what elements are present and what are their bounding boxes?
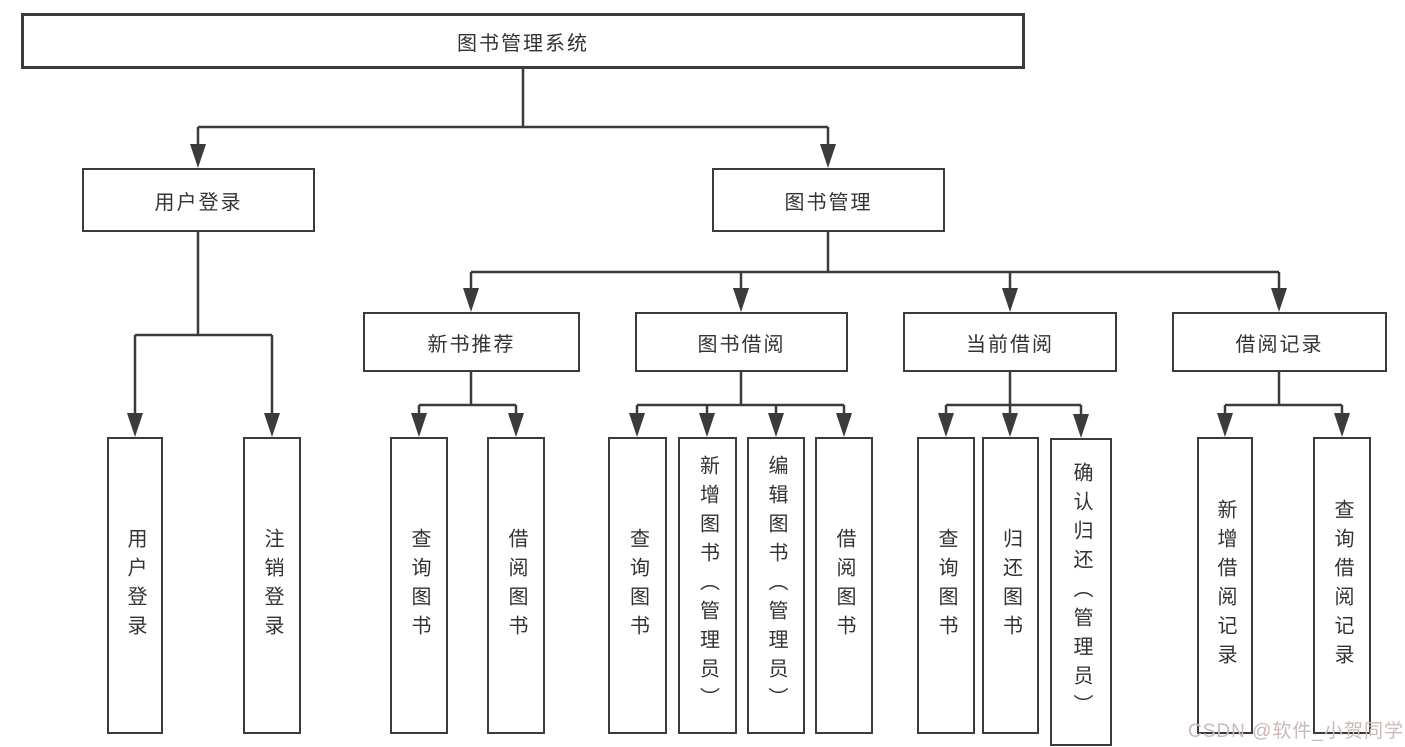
leaf-query-books-newbook: 查询图书 (390, 437, 448, 734)
csdn-watermark: CSDN @软件_小贺同学 (1188, 721, 1404, 742)
node-user-login-branch-label: 用户登录 (154, 191, 243, 214)
node-root-label: 图书管理系统 (457, 32, 589, 55)
node-book-borrowing: 图书借阅 (635, 312, 848, 372)
node-current-borrowing-label: 当前借阅 (966, 333, 1054, 356)
node-root: 图书管理系统 (21, 13, 1025, 69)
node-new-book-recommend: 新书推荐 (363, 312, 580, 372)
leaf-query-books-current-label: 查询图书 (935, 527, 957, 644)
leaf-return-books-label: 归还图书 (999, 527, 1022, 644)
leaf-logout-label: 注销登录 (261, 527, 283, 644)
leaf-add-borrow-record: 新增借阅记录 (1197, 437, 1253, 734)
leaf-add-borrow-record-label: 新增借阅记录 (1214, 498, 1236, 673)
node-book-management-branch-label: 图书管理 (784, 191, 873, 214)
leaf-borrow-books-label: 借阅图书 (833, 527, 855, 644)
node-new-book-recommend-label: 新书推荐 (427, 333, 516, 356)
leaf-confirm-return-admin: 确认归还（管理员） (1050, 438, 1112, 746)
leaf-user-login-label: 用户登录 (124, 527, 146, 644)
leaf-edit-books-admin: 编辑图书（管理员） (747, 437, 805, 734)
node-book-borrowing-label: 图书借阅 (697, 333, 786, 356)
leaf-add-books-admin-label: 新增图书（管理员） (696, 455, 719, 716)
leaf-user-login: 用户登录 (107, 437, 163, 734)
leaf-query-books-current: 查询图书 (917, 437, 975, 734)
node-book-management-branch: 图书管理 (712, 168, 945, 232)
node-current-borrowing: 当前借阅 (903, 312, 1117, 372)
leaf-edit-books-admin-label: 编辑图书（管理员） (765, 455, 787, 716)
leaf-query-books-borrowing: 查询图书 (608, 437, 667, 734)
leaf-query-borrow-record-label: 查询借阅记录 (1331, 498, 1353, 673)
leaf-query-books-newbook-label: 查询图书 (408, 527, 430, 644)
node-user-login-branch: 用户登录 (82, 168, 315, 232)
leaf-borrow-books: 借阅图书 (815, 437, 873, 734)
leaf-query-borrow-record: 查询借阅记录 (1313, 437, 1371, 734)
leaf-borrow-books-newbook: 借阅图书 (487, 437, 545, 734)
leaf-confirm-return-admin-label: 确认归还（管理员） (1070, 461, 1092, 723)
leaf-add-books-admin: 新增图书（管理员） (678, 437, 737, 734)
leaf-logout: 注销登录 (243, 437, 301, 734)
leaf-query-books-borrowing-label: 查询图书 (626, 527, 649, 644)
leaf-borrow-books-newbook-label: 借阅图书 (505, 527, 527, 644)
node-borrowing-records: 借阅记录 (1172, 312, 1387, 372)
node-borrowing-records-label: 借阅记录 (1235, 333, 1324, 356)
leaf-return-books: 归还图书 (982, 437, 1039, 734)
